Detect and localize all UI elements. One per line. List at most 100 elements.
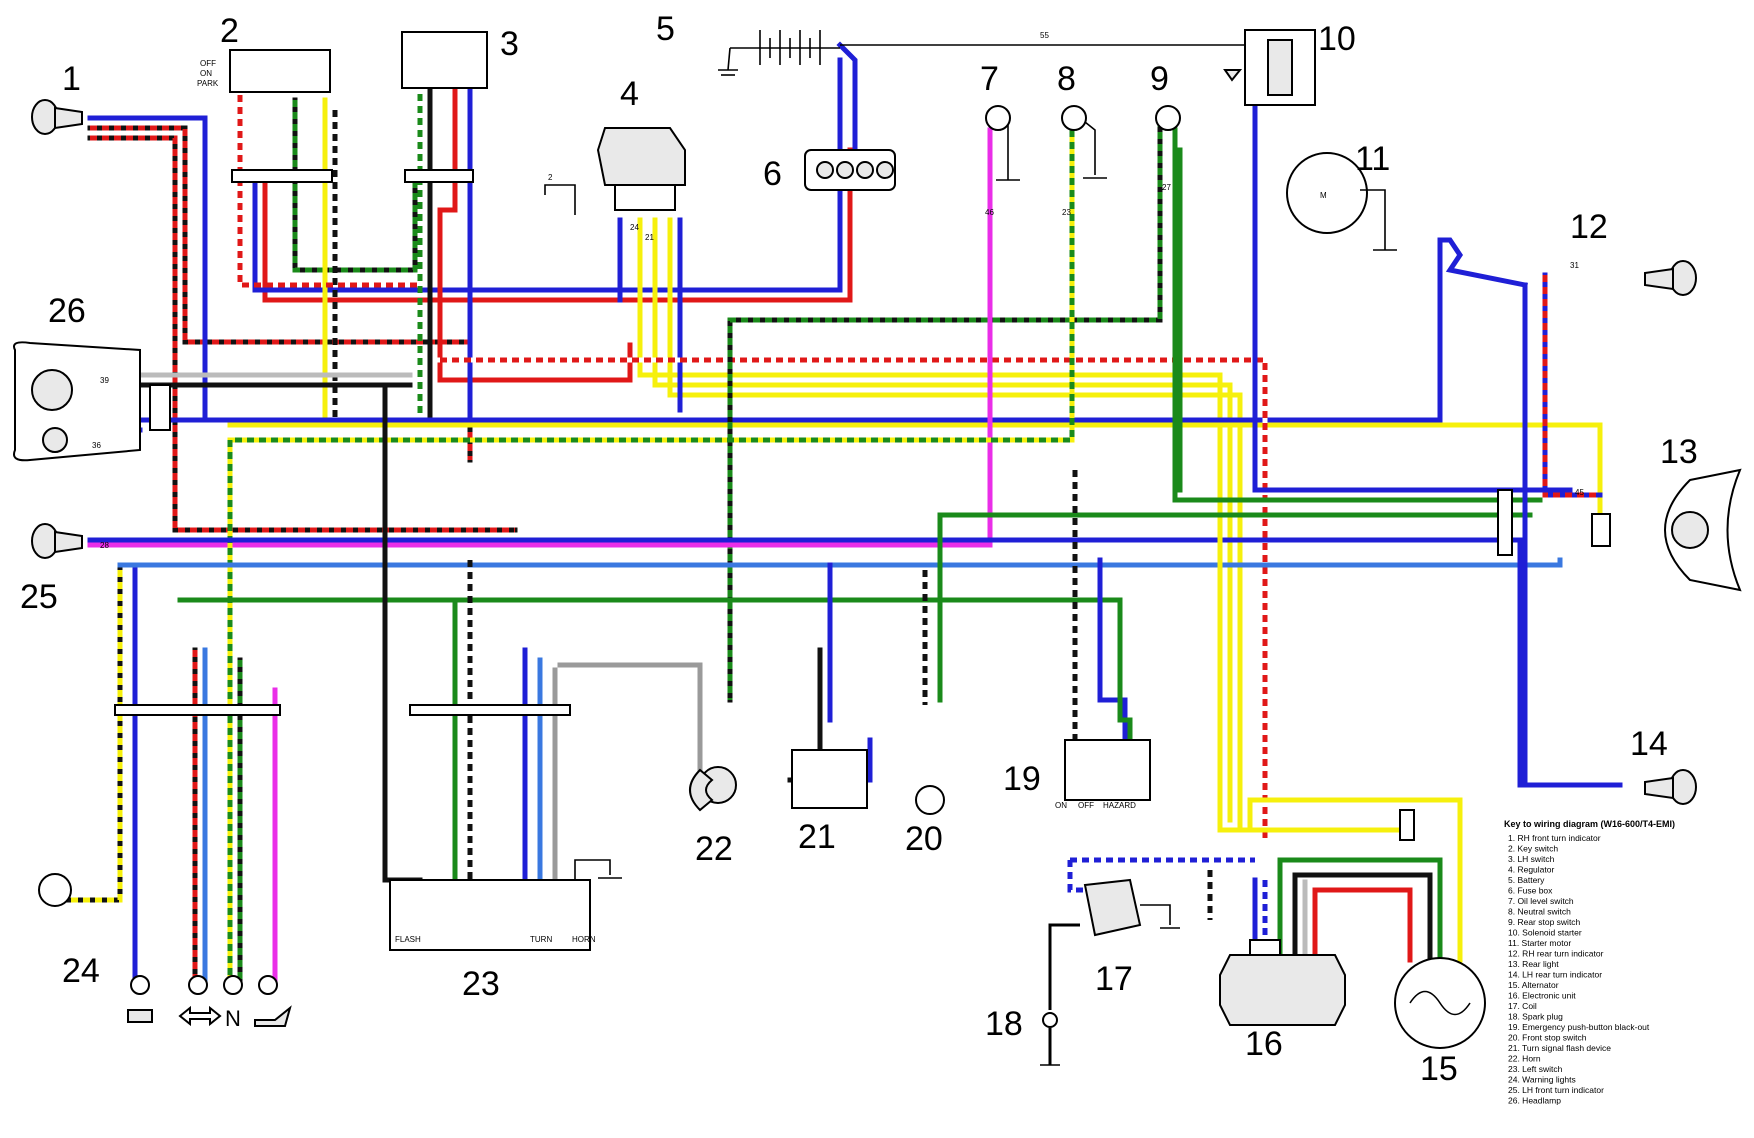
- turn-warning-icon: [178, 1005, 222, 1027]
- wire-blue-lh: [87, 537, 1623, 788]
- wire-black-green: [727, 117, 1163, 703]
- wire-ls-1: [382, 387, 423, 883]
- turn-signal-flash-device: [791, 749, 868, 809]
- wire-code-46: 46: [985, 208, 994, 217]
- key-off-label: OFF: [200, 59, 216, 68]
- rh-front-turn-indicator: [31, 99, 83, 135]
- oil-level-switch: [985, 105, 1020, 181]
- lh-rear-turn-indicator: [1644, 769, 1697, 805]
- left-switch-flash-label: FLASH: [395, 935, 421, 944]
- rear-light: [1591, 468, 1742, 592]
- wire-key-switch: [237, 57, 853, 423]
- key-item: 15. Alternator: [1508, 980, 1559, 990]
- key-item: 22. Horn: [1508, 1054, 1541, 1064]
- key-item: 21. Turn signal flash device: [1508, 1043, 1611, 1053]
- key-item: 20. Front stop switch: [1508, 1033, 1587, 1043]
- key-item: 25. LH front turn indicator: [1508, 1085, 1604, 1095]
- starter-motor: M: [1286, 152, 1397, 251]
- label-24: 24: [62, 952, 100, 990]
- label-9: 9: [1150, 60, 1169, 98]
- wire-hazard-blue: [1097, 557, 1128, 763]
- label-12: 12: [1570, 208, 1608, 246]
- label-17: 17: [1095, 960, 1133, 998]
- key-item: 23. Left switch: [1508, 1064, 1563, 1074]
- key-park-label: PARK: [197, 79, 219, 88]
- wire-code-23: 23: [1062, 208, 1071, 217]
- battery: 55: [718, 30, 1049, 76]
- wire-red-black: [87, 125, 518, 533]
- key-item: 24. Warning lights: [1508, 1075, 1576, 1085]
- wire-code-24: 24: [630, 223, 639, 232]
- wire-code-2: 2: [548, 173, 553, 182]
- wire-code-36: 36: [92, 441, 101, 450]
- left-switch-horn-label: HORN: [572, 935, 596, 944]
- lh-front-turn-indicator: [31, 523, 83, 559]
- label-14: 14: [1630, 725, 1668, 763]
- rh-rear-turn-indicator: [1644, 260, 1697, 296]
- wire-green-low: [177, 597, 1123, 723]
- label-5: 5: [656, 10, 675, 48]
- wire-magenta: [87, 127, 993, 548]
- wire-alt-green: [1277, 857, 1443, 963]
- key-switch: OFF ON PARK: [197, 49, 333, 183]
- wire-code-21: 21: [645, 233, 654, 242]
- label-13: 13: [1660, 433, 1698, 471]
- label-4: 4: [620, 75, 639, 113]
- key-item: 18. Spark plug: [1508, 1012, 1563, 1022]
- neutral-warning-icon: N: [225, 1006, 241, 1031]
- spark-plug: [1040, 923, 1080, 1066]
- warning-lights: N: [38, 873, 292, 1031]
- label-22: 22: [695, 830, 733, 868]
- wire-black-green-b: [727, 120, 1163, 700]
- key-item: 6. Fuse box: [1508, 886, 1553, 896]
- wire-alt-black: [1292, 872, 1433, 963]
- component-number-labels: 1 2 3 4 5 6 7 8 9 10 11 12 13 14 15 16 1…: [20, 10, 1698, 1088]
- key-item: 10. Solenoid starter: [1508, 928, 1582, 938]
- key-item: 1. RH front turn indicator: [1508, 833, 1601, 843]
- label-23: 23: [462, 965, 500, 1003]
- wire-battery-blue: [836, 41, 858, 163]
- label-21: 21: [798, 818, 836, 856]
- hazard-on-label: ON: [1055, 801, 1067, 810]
- neutral-switch: [1061, 105, 1107, 179]
- wire-rear-red-b: [1542, 275, 1600, 498]
- key-item: 2. Key switch: [1508, 844, 1558, 854]
- solenoid-starter: [1223, 29, 1316, 106]
- starter-motor-mark: M: [1320, 191, 1327, 200]
- wire-warn-yellow-b: [60, 570, 123, 903]
- lh-switch: [401, 31, 488, 183]
- label-15: 15: [1420, 1050, 1458, 1088]
- wire-alt-yellow-b: [1237, 797, 1463, 963]
- wire-regulator: [617, 217, 1243, 833]
- wire-neutral: [227, 127, 1075, 983]
- wire-warn-yellow: [57, 567, 123, 903]
- battery-link-label: 55: [1040, 31, 1049, 40]
- wire-lh-switch: [417, 67, 633, 423]
- wire-green-stop: [1172, 127, 1543, 503]
- wire-code-labels: 46 24 21 23 27 2 31 45 39 36 28: [92, 173, 1584, 550]
- key-item: 14. LH rear turn indicator: [1508, 970, 1602, 980]
- fuse-box: [804, 149, 896, 191]
- label-20: 20: [905, 820, 943, 858]
- hazard-hazard-label: HAZARD: [1103, 801, 1136, 810]
- regulator: [596, 127, 686, 211]
- label-25: 25: [20, 578, 58, 616]
- alternator: [1394, 957, 1486, 1049]
- wire-code-28: 28: [100, 541, 109, 550]
- emergency-push-button: ON OFF HAZARD: [1055, 739, 1151, 810]
- key-item: 19. Emergency push-button black-out: [1508, 1022, 1650, 1032]
- label-3: 3: [500, 25, 519, 63]
- wire-code-31: 31: [1570, 261, 1579, 270]
- wire-regulator-ground: [544, 184, 576, 215]
- wire-code-45: 45: [1575, 488, 1584, 497]
- key-item: 17. Coil: [1508, 1001, 1537, 1011]
- wire-grey: [557, 662, 703, 783]
- wire-blue-main: [137, 237, 1443, 423]
- headlamp: [13, 341, 141, 462]
- front-stop-switch: [915, 785, 945, 815]
- label-1: 1: [62, 60, 81, 98]
- wire-rear-red: [1542, 272, 1603, 498]
- label-19: 19: [1003, 760, 1041, 798]
- wire-code-39: 39: [100, 376, 109, 385]
